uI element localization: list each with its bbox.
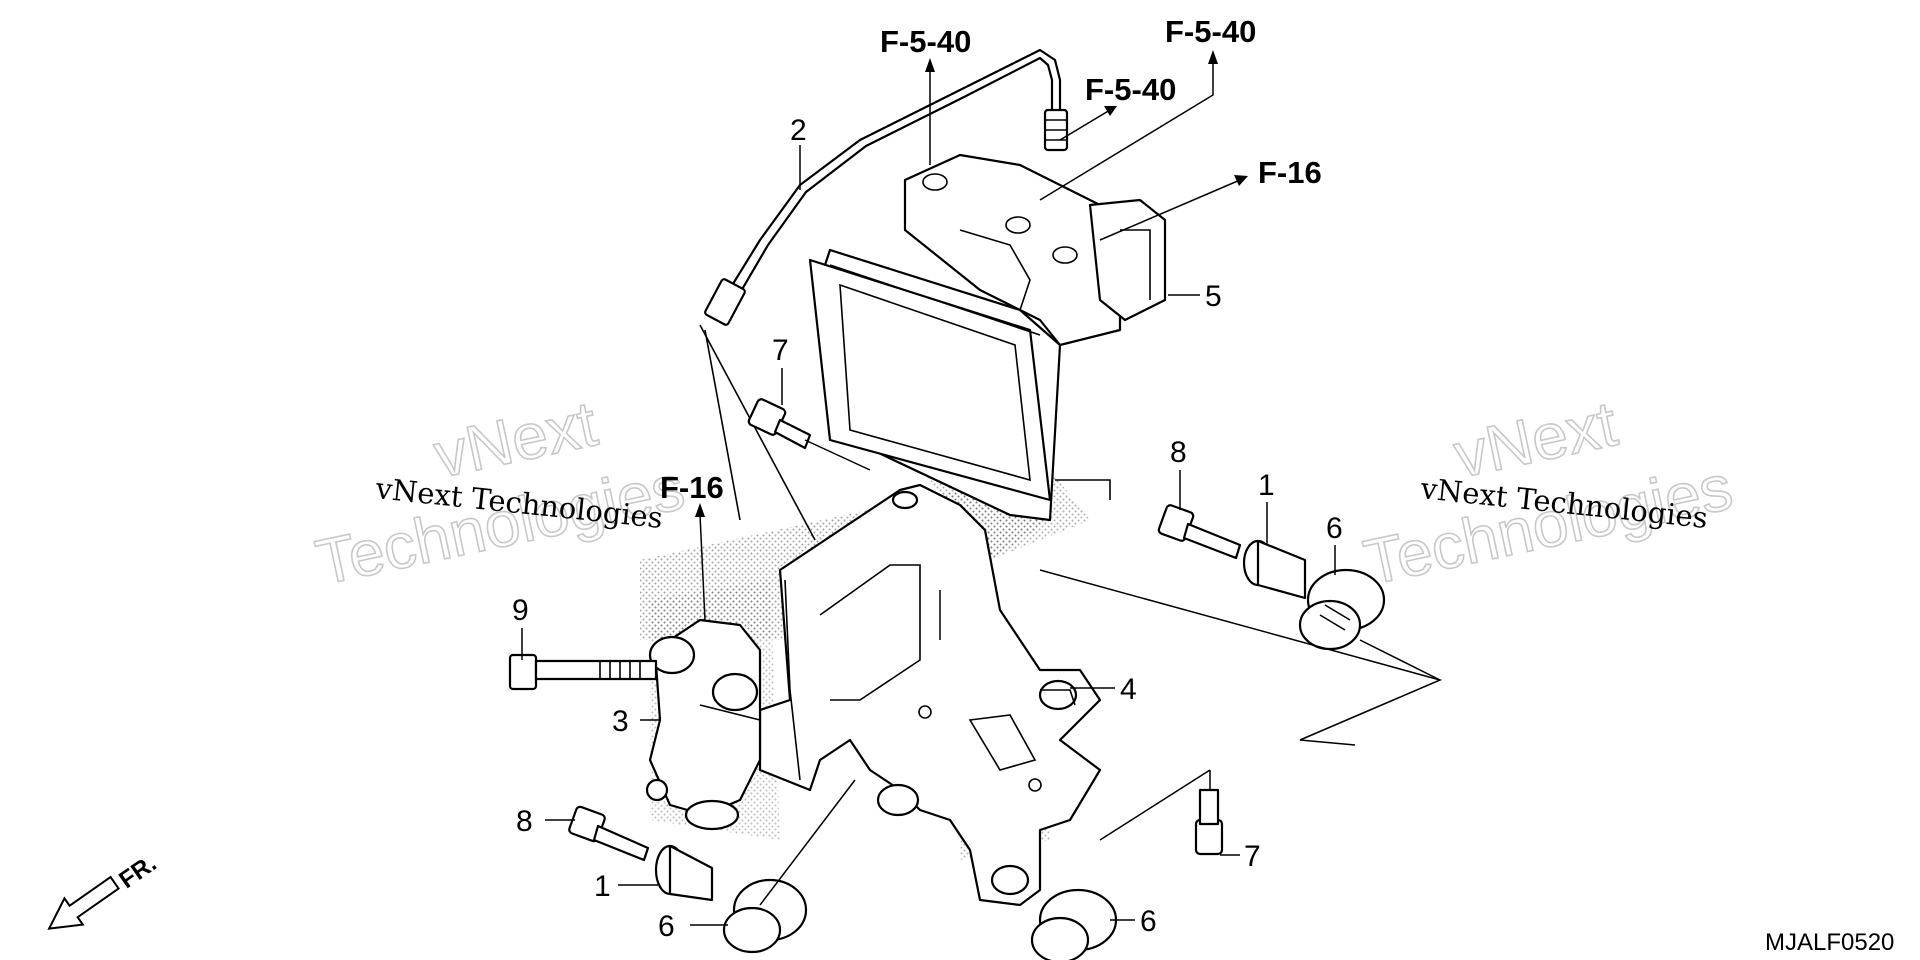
reference-arrows bbox=[695, 50, 1248, 621]
ref-label-lower: F-16 bbox=[660, 470, 724, 505]
front-arrow-icon bbox=[47, 875, 120, 930]
front-direction-indicator: FR. bbox=[47, 850, 161, 930]
brake-pipe bbox=[699, 48, 1069, 541]
lower-mount-hardware bbox=[568, 788, 1224, 960]
watermark-left: vNext Technologies vNext Technologies bbox=[309, 386, 691, 599]
callout-6-lower-right: 6 bbox=[1140, 905, 1157, 938]
ref-label-top-3: F-5-40 bbox=[1085, 72, 1176, 107]
bolt-9 bbox=[508, 653, 658, 691]
callout-4: 4 bbox=[1120, 673, 1137, 706]
abs-modulator-unit bbox=[808, 153, 1167, 522]
callout-7-lower: 7 bbox=[1244, 840, 1261, 873]
sensor-body bbox=[645, 618, 762, 831]
ref-label-unit: F-16 bbox=[1258, 155, 1322, 190]
watermark-right: vNext Technologies vNext Technologies bbox=[1357, 386, 1739, 599]
diagram-code: MJALF0520 bbox=[1765, 929, 1894, 956]
guide-lines bbox=[759, 569, 1443, 906]
callout-6-lower-left: 6 bbox=[658, 910, 675, 943]
callout-2: 2 bbox=[790, 114, 807, 147]
bracket bbox=[758, 483, 1102, 907]
callout-1-upper: 1 bbox=[1258, 469, 1275, 502]
callout-9: 9 bbox=[512, 594, 529, 627]
front-direction-label: FR. bbox=[114, 850, 161, 894]
bolt-7-upper bbox=[747, 398, 871, 471]
callout-6-upper: 6 bbox=[1326, 512, 1343, 545]
ref-label-top-1: F-5-40 bbox=[880, 24, 971, 59]
callout-1-lower: 1 bbox=[594, 870, 611, 903]
callout-3: 3 bbox=[612, 705, 629, 738]
callout-numbers: 2 5 7 8 1 6 9 3 4 8 1 6 6 7 bbox=[512, 114, 1343, 943]
upper-mount-hardware bbox=[1157, 504, 1386, 651]
callout-8-lower: 8 bbox=[516, 805, 533, 838]
callout-7-upper: 7 bbox=[772, 334, 789, 367]
callout-5: 5 bbox=[1205, 280, 1222, 313]
callout-leaders bbox=[521, 145, 1336, 926]
ref-label-top-2: F-5-40 bbox=[1165, 14, 1256, 49]
reference-labels: F-5-40 F-5-40 F-5-40 F-16 F-16 bbox=[660, 14, 1322, 505]
callout-8-upper: 8 bbox=[1170, 436, 1187, 469]
